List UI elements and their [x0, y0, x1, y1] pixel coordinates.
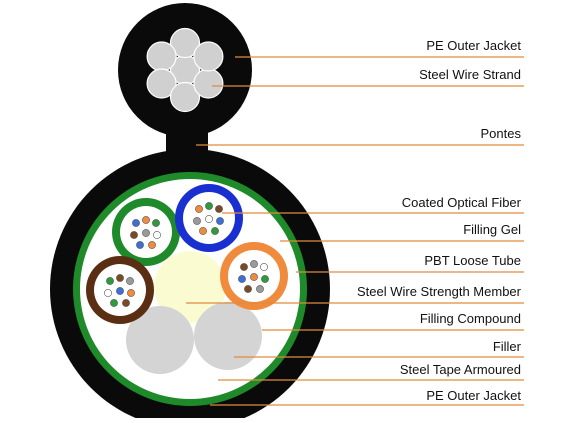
coated-optical-fiber [205, 202, 213, 210]
coated-optical-fiber [116, 274, 124, 282]
coated-optical-fiber [261, 275, 269, 283]
coated-optical-fiber [110, 299, 118, 307]
coated-optical-fiber [152, 219, 160, 227]
coated-optical-fiber [250, 273, 258, 281]
coated-optical-fiber [127, 289, 135, 297]
steel-wire-5 [169, 81, 201, 113]
label-pontes: Pontes [481, 126, 522, 141]
coated-optical-fiber [104, 289, 112, 297]
coated-optical-fiber [240, 263, 248, 271]
coated-optical-fiber [260, 263, 268, 271]
coated-optical-fiber [106, 277, 114, 285]
coated-optical-fiber [199, 227, 207, 235]
coated-optical-fiber [250, 260, 258, 268]
coated-optical-fiber [122, 299, 130, 307]
label-pe-outer-jacket-top: PE Outer Jacket [426, 38, 521, 53]
coated-optical-fiber [238, 275, 246, 283]
label-pbt-loose-tube: PBT Loose Tube [424, 253, 521, 268]
steel-wire-2 [169, 27, 201, 59]
filler-right [194, 302, 262, 370]
steel-wire-4 [146, 68, 177, 99]
steel-wire-7 [193, 41, 224, 72]
coated-optical-fiber [130, 231, 138, 239]
pbt-loose-tube-1 [112, 198, 180, 266]
label-coated-optical-fiber: Coated Optical Fiber [402, 195, 522, 210]
label-filling-gel: Filling Gel [463, 222, 521, 237]
steel-wire-6 [193, 68, 224, 99]
label-pe-outer-jacket-bottom: PE Outer Jacket [426, 388, 521, 403]
coated-optical-fiber [195, 205, 203, 213]
coated-optical-fiber [126, 277, 134, 285]
label-filling-compound: Filling Compound [420, 311, 521, 326]
label-steel-wire-strength-member: Steel Wire Strength Member [357, 284, 522, 299]
messenger-section [118, 3, 252, 137]
coated-optical-fiber [142, 216, 150, 224]
steel-wire-strand [146, 27, 224, 113]
label-filler: Filler [493, 339, 522, 354]
label-steel-tape-armoured: Steel Tape Armoured [400, 362, 521, 377]
coated-optical-fiber [148, 241, 156, 249]
steel-wire-strength-member [154, 251, 226, 323]
coated-optical-fiber [256, 285, 264, 293]
coated-optical-fiber [216, 217, 224, 225]
coated-optical-fiber [153, 231, 161, 239]
main-cable-section [50, 149, 330, 423]
pbt-loose-tube-4 [220, 242, 288, 310]
labels: PE Outer Jacket Steel Wire Strand Pontes… [357, 38, 522, 403]
loose-tubes [86, 184, 288, 324]
leader-lines [186, 56, 524, 406]
filler-left [126, 306, 194, 374]
steel-wire-3 [146, 41, 177, 72]
pbt-loose-tube-2 [175, 184, 243, 252]
coated-optical-fiber [244, 285, 252, 293]
label-steel-wire-strand: Steel Wire Strand [419, 67, 521, 82]
coated-optical-fiber [205, 215, 213, 223]
coated-optical-fiber [136, 241, 144, 249]
coated-optical-fiber [211, 227, 219, 235]
coated-optical-fiber [215, 205, 223, 213]
coated-optical-fiber [116, 287, 124, 295]
coated-optical-fiber [193, 217, 201, 225]
coated-optical-fiber [132, 219, 140, 227]
pbt-loose-tube-3 [86, 256, 154, 324]
coated-optical-fiber [142, 229, 150, 237]
